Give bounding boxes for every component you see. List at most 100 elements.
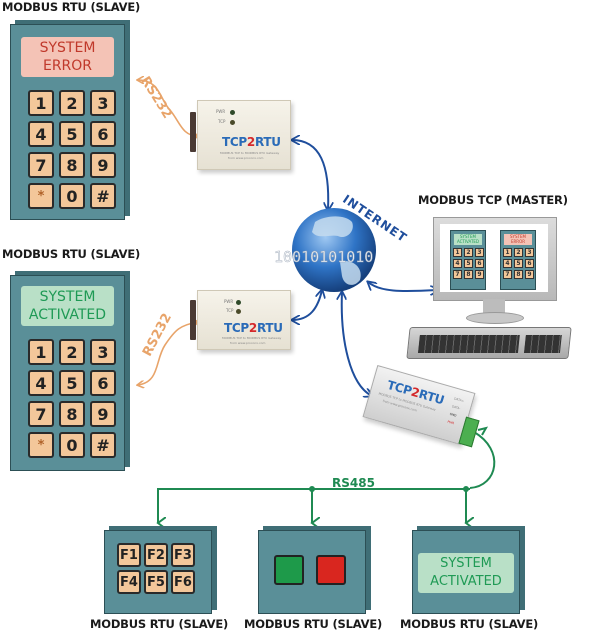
fkey[interactable]: F2: [144, 543, 168, 567]
key[interactable]: 4: [28, 121, 54, 147]
green-button[interactable]: [274, 555, 304, 585]
keypad-device-top: SYSTEM ERROR 1 2 3 4 5 6 7 8 9 * 0 #: [10, 24, 125, 220]
key-star[interactable]: *: [28, 432, 54, 458]
screen-line: SYSTEM: [440, 556, 492, 571]
fkey[interactable]: F6: [171, 570, 195, 594]
tcp2rtu-converter-mid: PWR TCP TCP2RTU MODBUS TCP to MODBUS RTU…: [197, 290, 291, 350]
keyboard-icon: [406, 327, 572, 359]
key[interactable]: 3: [90, 90, 116, 116]
key[interactable]: 9: [90, 152, 116, 178]
keypad-screen-top: SYSTEM ERROR: [21, 37, 114, 77]
globe-icon: [292, 208, 376, 292]
master-monitor: SYSTEM ACTIVATED 1 2 3 4 5 6 7 8 9 SYSTE…: [433, 217, 557, 301]
key[interactable]: 8: [59, 152, 85, 178]
slave-label-top: MODBUS RTU (SLAVE): [2, 0, 141, 14]
mini-screen-line: ERROR: [510, 239, 525, 244]
key[interactable]: 6: [90, 370, 116, 396]
slave-label-bottom-1: MODBUS RTU (SLAVE): [90, 617, 229, 631]
key[interactable]: 0: [59, 183, 85, 209]
key[interactable]: 7: [28, 401, 54, 427]
mini-key: 9: [525, 270, 534, 279]
pwr-led-icon: [230, 110, 235, 115]
brand-suffix: RTU: [254, 135, 281, 149]
keypad-mid-keys: 1 2 3 4 5 6 7 8 9 * 0 #: [28, 339, 116, 458]
terminal-label: DATA-: [451, 404, 461, 411]
screen-line: ACTIVATED: [430, 574, 502, 589]
key[interactable]: 3: [90, 339, 116, 365]
mini-keys-right: 1 2 3 4 5 6 7 8 9: [503, 248, 534, 279]
key[interactable]: 7: [28, 152, 54, 178]
mini-key: 6: [475, 259, 484, 268]
slave-label-mid: MODBUS RTU (SLAVE): [2, 247, 141, 261]
fkey[interactable]: F4: [117, 570, 141, 594]
pwr-led-label: PWR: [224, 299, 234, 304]
screen-line: ACTIVATED: [28, 307, 107, 323]
db9-connector-top: [190, 112, 196, 152]
tcp2rtu-converter-top: PWR TCP TCP2RTU MODBUS TCP to MODBUS RTU…: [197, 100, 291, 170]
rs232-link-top: [138, 80, 198, 136]
internet-link-mid: [292, 290, 322, 320]
binary-stream: 10010101010: [274, 248, 373, 266]
terminal-label: DATA+: [453, 396, 465, 404]
key-hash[interactable]: #: [90, 432, 116, 458]
pwr-led-label: PWR: [216, 109, 226, 114]
mini-key: 7: [453, 270, 462, 279]
key[interactable]: 5: [59, 121, 85, 147]
mini-key: 8: [464, 270, 473, 279]
mini-key: 8: [514, 270, 523, 279]
rs485-label: RS485: [332, 476, 375, 490]
mini-screen-right: SYSTEM ERROR: [504, 234, 532, 245]
key[interactable]: 8: [59, 401, 85, 427]
mini-key: 1: [453, 248, 462, 257]
key[interactable]: 1: [28, 90, 54, 116]
fkey-device: F1 F2 F3 F4 F5 F6: [104, 530, 212, 614]
key-hash[interactable]: #: [90, 183, 116, 209]
button-device: [258, 530, 366, 614]
master-label: MODBUS TCP (MASTER): [418, 193, 568, 207]
key[interactable]: 6: [90, 121, 116, 147]
mini-screen-line: SYSTEM: [460, 234, 476, 239]
fkey[interactable]: F1: [117, 543, 141, 567]
key[interactable]: 1: [28, 339, 54, 365]
mini-key: 3: [525, 248, 534, 257]
brand-prefix: TCP: [222, 135, 247, 149]
converter-website: from www.proconx.com: [230, 341, 266, 345]
terminal-label: PWR: [447, 419, 455, 426]
mini-key: 2: [464, 248, 473, 257]
key[interactable]: 0: [59, 432, 85, 458]
tcp-led-label: TCP: [226, 308, 234, 313]
display-device: SYSTEM ACTIVATED: [412, 530, 520, 614]
fkey[interactable]: F5: [144, 570, 168, 594]
fkey[interactable]: F3: [171, 543, 195, 567]
terminal-label: GND: [449, 411, 457, 418]
converter-subtitle: MODBUS TCP to MODBUS RTU Gateway: [222, 336, 282, 340]
brand-prefix: TCP: [224, 321, 249, 335]
key[interactable]: 4: [28, 370, 54, 396]
key[interactable]: 2: [59, 339, 85, 365]
master-screen: SYSTEM ACTIVATED 1 2 3 4 5 6 7 8 9 SYSTE…: [440, 224, 548, 292]
db9-connector-mid: [190, 300, 196, 340]
rs485-from-gateway: [469, 431, 496, 489]
mini-key: 5: [514, 259, 523, 268]
key[interactable]: 2: [59, 90, 85, 116]
tcp-led-icon: [230, 120, 235, 125]
key-star[interactable]: *: [28, 183, 54, 209]
internet-link-master: [368, 282, 438, 291]
tcp-led-icon: [236, 309, 241, 314]
brand-logo: TCP2RTU: [222, 135, 281, 149]
red-button[interactable]: [316, 555, 346, 585]
mini-key: 7: [503, 270, 512, 279]
mini-key: 3: [475, 248, 484, 257]
mini-key: 5: [464, 259, 473, 268]
mini-key: 2: [514, 248, 523, 257]
key[interactable]: 5: [59, 370, 85, 396]
mini-key: 4: [503, 259, 512, 268]
mini-key: 1: [503, 248, 512, 257]
brand-suffix: RTU: [256, 321, 283, 335]
keyboard-keys: [417, 335, 520, 353]
key[interactable]: 9: [90, 401, 116, 427]
converter-subtitle: MODBUS TCP to MODBUS RTU Gateway: [220, 151, 280, 155]
mini-key: 6: [525, 259, 534, 268]
screen-line: SYSTEM: [39, 289, 96, 305]
